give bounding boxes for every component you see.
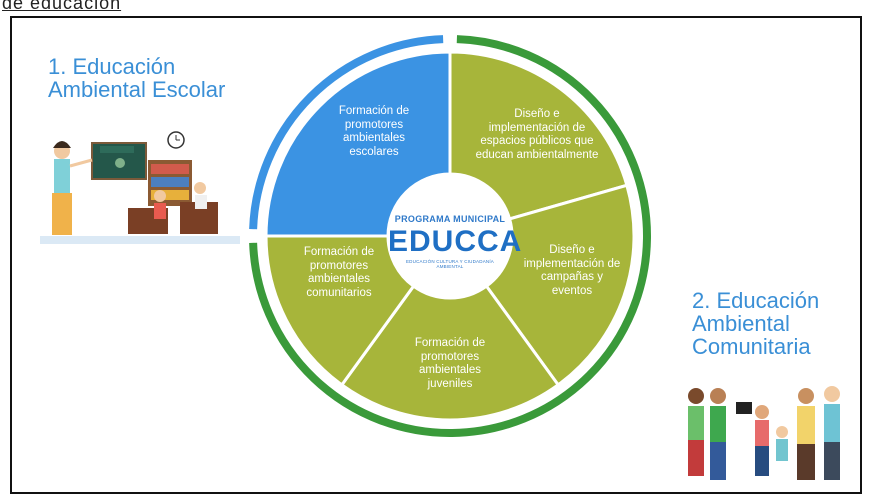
header-fragment-text: de educación xyxy=(2,0,122,13)
segment-label-school-promoters: Formación de promotores ambientales esco… xyxy=(338,105,410,158)
ring-arc-community xyxy=(249,35,651,437)
segment-label-public-spaces: Diseño e implementación de espacios públ… xyxy=(475,108,599,161)
school-pillar-title: 1. Educación Ambiental Escolar xyxy=(48,54,226,102)
header-fragment: de educación xyxy=(0,0,270,14)
community-illustration xyxy=(688,386,840,480)
program-label: PROGRAMA MUNICIPAL xyxy=(394,214,506,224)
wheel-outer-ring xyxy=(249,35,651,437)
community-pillar-title: 2. Educación Ambiental Comunitaria xyxy=(692,288,820,359)
segment-label-community-promoters: Formación de promotores ambientales comu… xyxy=(303,246,375,299)
educca-logo: EDUCCA xyxy=(388,225,523,258)
school-illustration xyxy=(40,131,240,244)
wheel-segments xyxy=(264,50,636,422)
educca-tagline: EDUCACIÓN CULTURA Y CIUDADANÍA AMBIENTAL xyxy=(405,259,494,269)
segment-label-youth-promoters: Formación de promotores ambientales juve… xyxy=(414,337,486,390)
wheel-center-disc xyxy=(388,174,512,298)
family-group xyxy=(688,386,840,480)
ring-arc-school xyxy=(249,35,444,230)
segment-label-campaigns: Diseño e implementación de campañas y ev… xyxy=(523,244,621,297)
